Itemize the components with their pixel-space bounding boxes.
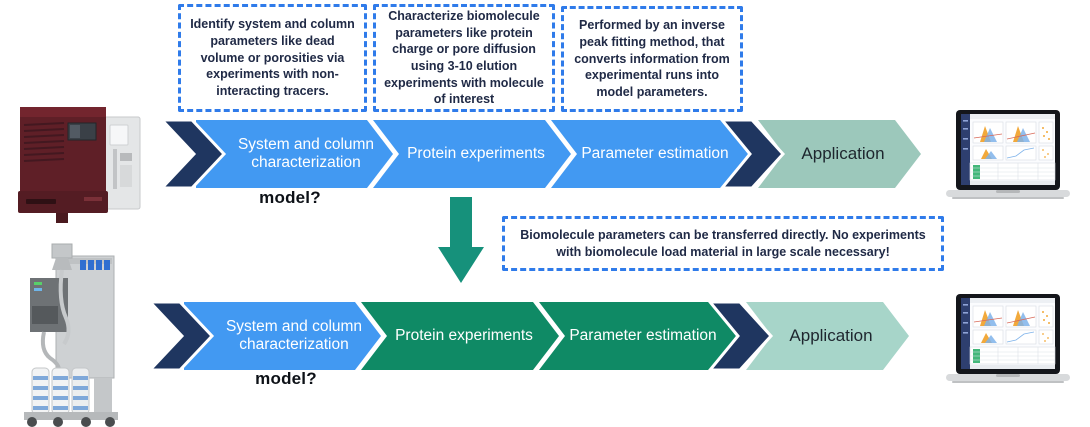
flow-bottom-step-protein-label: Protein experiments	[395, 326, 533, 344]
process-skid-photo	[24, 243, 118, 427]
flow-bottom-step-parameter-label: Parameter estimation	[569, 326, 717, 344]
flow-top-step-application-shape	[758, 120, 921, 188]
flow-bottom: System and column characterization Prote…	[148, 302, 910, 370]
flow-top-chevrons	[160, 120, 921, 188]
results-table-icon	[969, 346, 1056, 365]
flow-top-step-protein-shape	[373, 120, 571, 188]
flow-top-step-parameter-shape	[551, 120, 748, 188]
flow-bottom-step-application-shape	[746, 302, 909, 370]
flow-top-start-chevron-icon	[160, 120, 227, 188]
flow-bottom-step-parameter-shape	[539, 302, 736, 370]
caster-wheels-icon	[27, 417, 115, 427]
flow-bottom-step-system-label: System and column characterization	[225, 317, 363, 353]
flow-top-step-system-shape	[196, 120, 393, 188]
flow-top-step-parameter-label: Parameter estimation	[581, 144, 729, 162]
valve-knobs-icon	[80, 260, 110, 270]
chromatogram-chart-icon	[972, 305, 1054, 345]
flow-top-connector-chevron-icon	[720, 120, 786, 188]
laptop-software-photo-top	[946, 110, 1070, 199]
benchtop-instrument-photo	[18, 107, 141, 223]
transfer-down-arrow-icon	[438, 197, 484, 283]
flow-bottom-step-system-shape	[184, 302, 381, 370]
membrane-columns-icon	[31, 367, 90, 415]
chromatogram-chart-icon	[972, 121, 1054, 161]
model-question-top: model?	[259, 188, 321, 207]
flow-top-step-system-label: System and column characterization	[237, 135, 375, 171]
callout-parameter-estimation: Performed by an inverse peak fitting met…	[561, 6, 743, 112]
flow-bottom-start-chevron-icon	[148, 302, 215, 370]
flow-top-step-application-label: Application	[801, 143, 885, 163]
flow-bottom-chevrons	[148, 302, 909, 370]
flow-top: System and column characterization Prote…	[160, 120, 922, 188]
callout-transfer-note: Biomolecule parameters can be transferre…	[502, 216, 944, 271]
laptop-software-photo-bottom	[946, 294, 1070, 383]
flow-bottom-connector-chevron-icon	[708, 302, 774, 370]
callout-system-characterization: Identify system and column parameters li…	[178, 4, 367, 112]
callout-protein-experiments: Characterize biomolecule parameters like…	[373, 4, 555, 112]
flow-bottom-step-application-label: Application	[789, 325, 873, 345]
results-table-icon	[969, 162, 1056, 181]
model-question-bottom: model?	[255, 369, 317, 388]
flow-top-step-protein-label: Protein experiments	[407, 144, 545, 162]
flow-bottom-step-protein-shape	[361, 302, 559, 370]
